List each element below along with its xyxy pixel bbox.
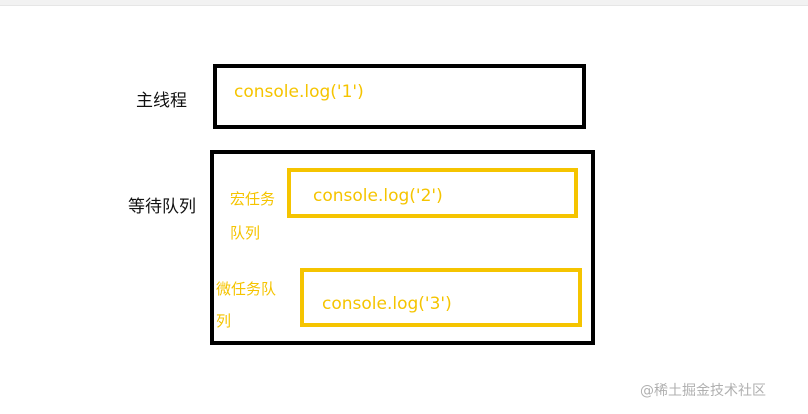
macro-task-label-line1: 宏任务 (230, 190, 276, 208)
top-border (0, 0, 808, 6)
micro-task-box: console.log('3') (300, 268, 582, 327)
main-thread-box: console.log('1') (213, 64, 586, 129)
micro-task-label-line2: 列 (216, 312, 232, 330)
micro-task-code: console.log('3') (322, 294, 452, 314)
macro-task-box: console.log('2') (287, 168, 578, 218)
main-thread-code: console.log('1') (234, 82, 364, 102)
main-thread-label: 主线程 (136, 91, 187, 111)
watermark: @稀土掘金技术社区 (640, 383, 766, 399)
macro-task-code: console.log('2') (313, 186, 443, 206)
macro-task-label-line2: 队列 (230, 224, 261, 242)
waiting-queue-label: 等待队列 (128, 197, 196, 217)
micro-task-label-line1: 微任务队 (216, 280, 277, 298)
